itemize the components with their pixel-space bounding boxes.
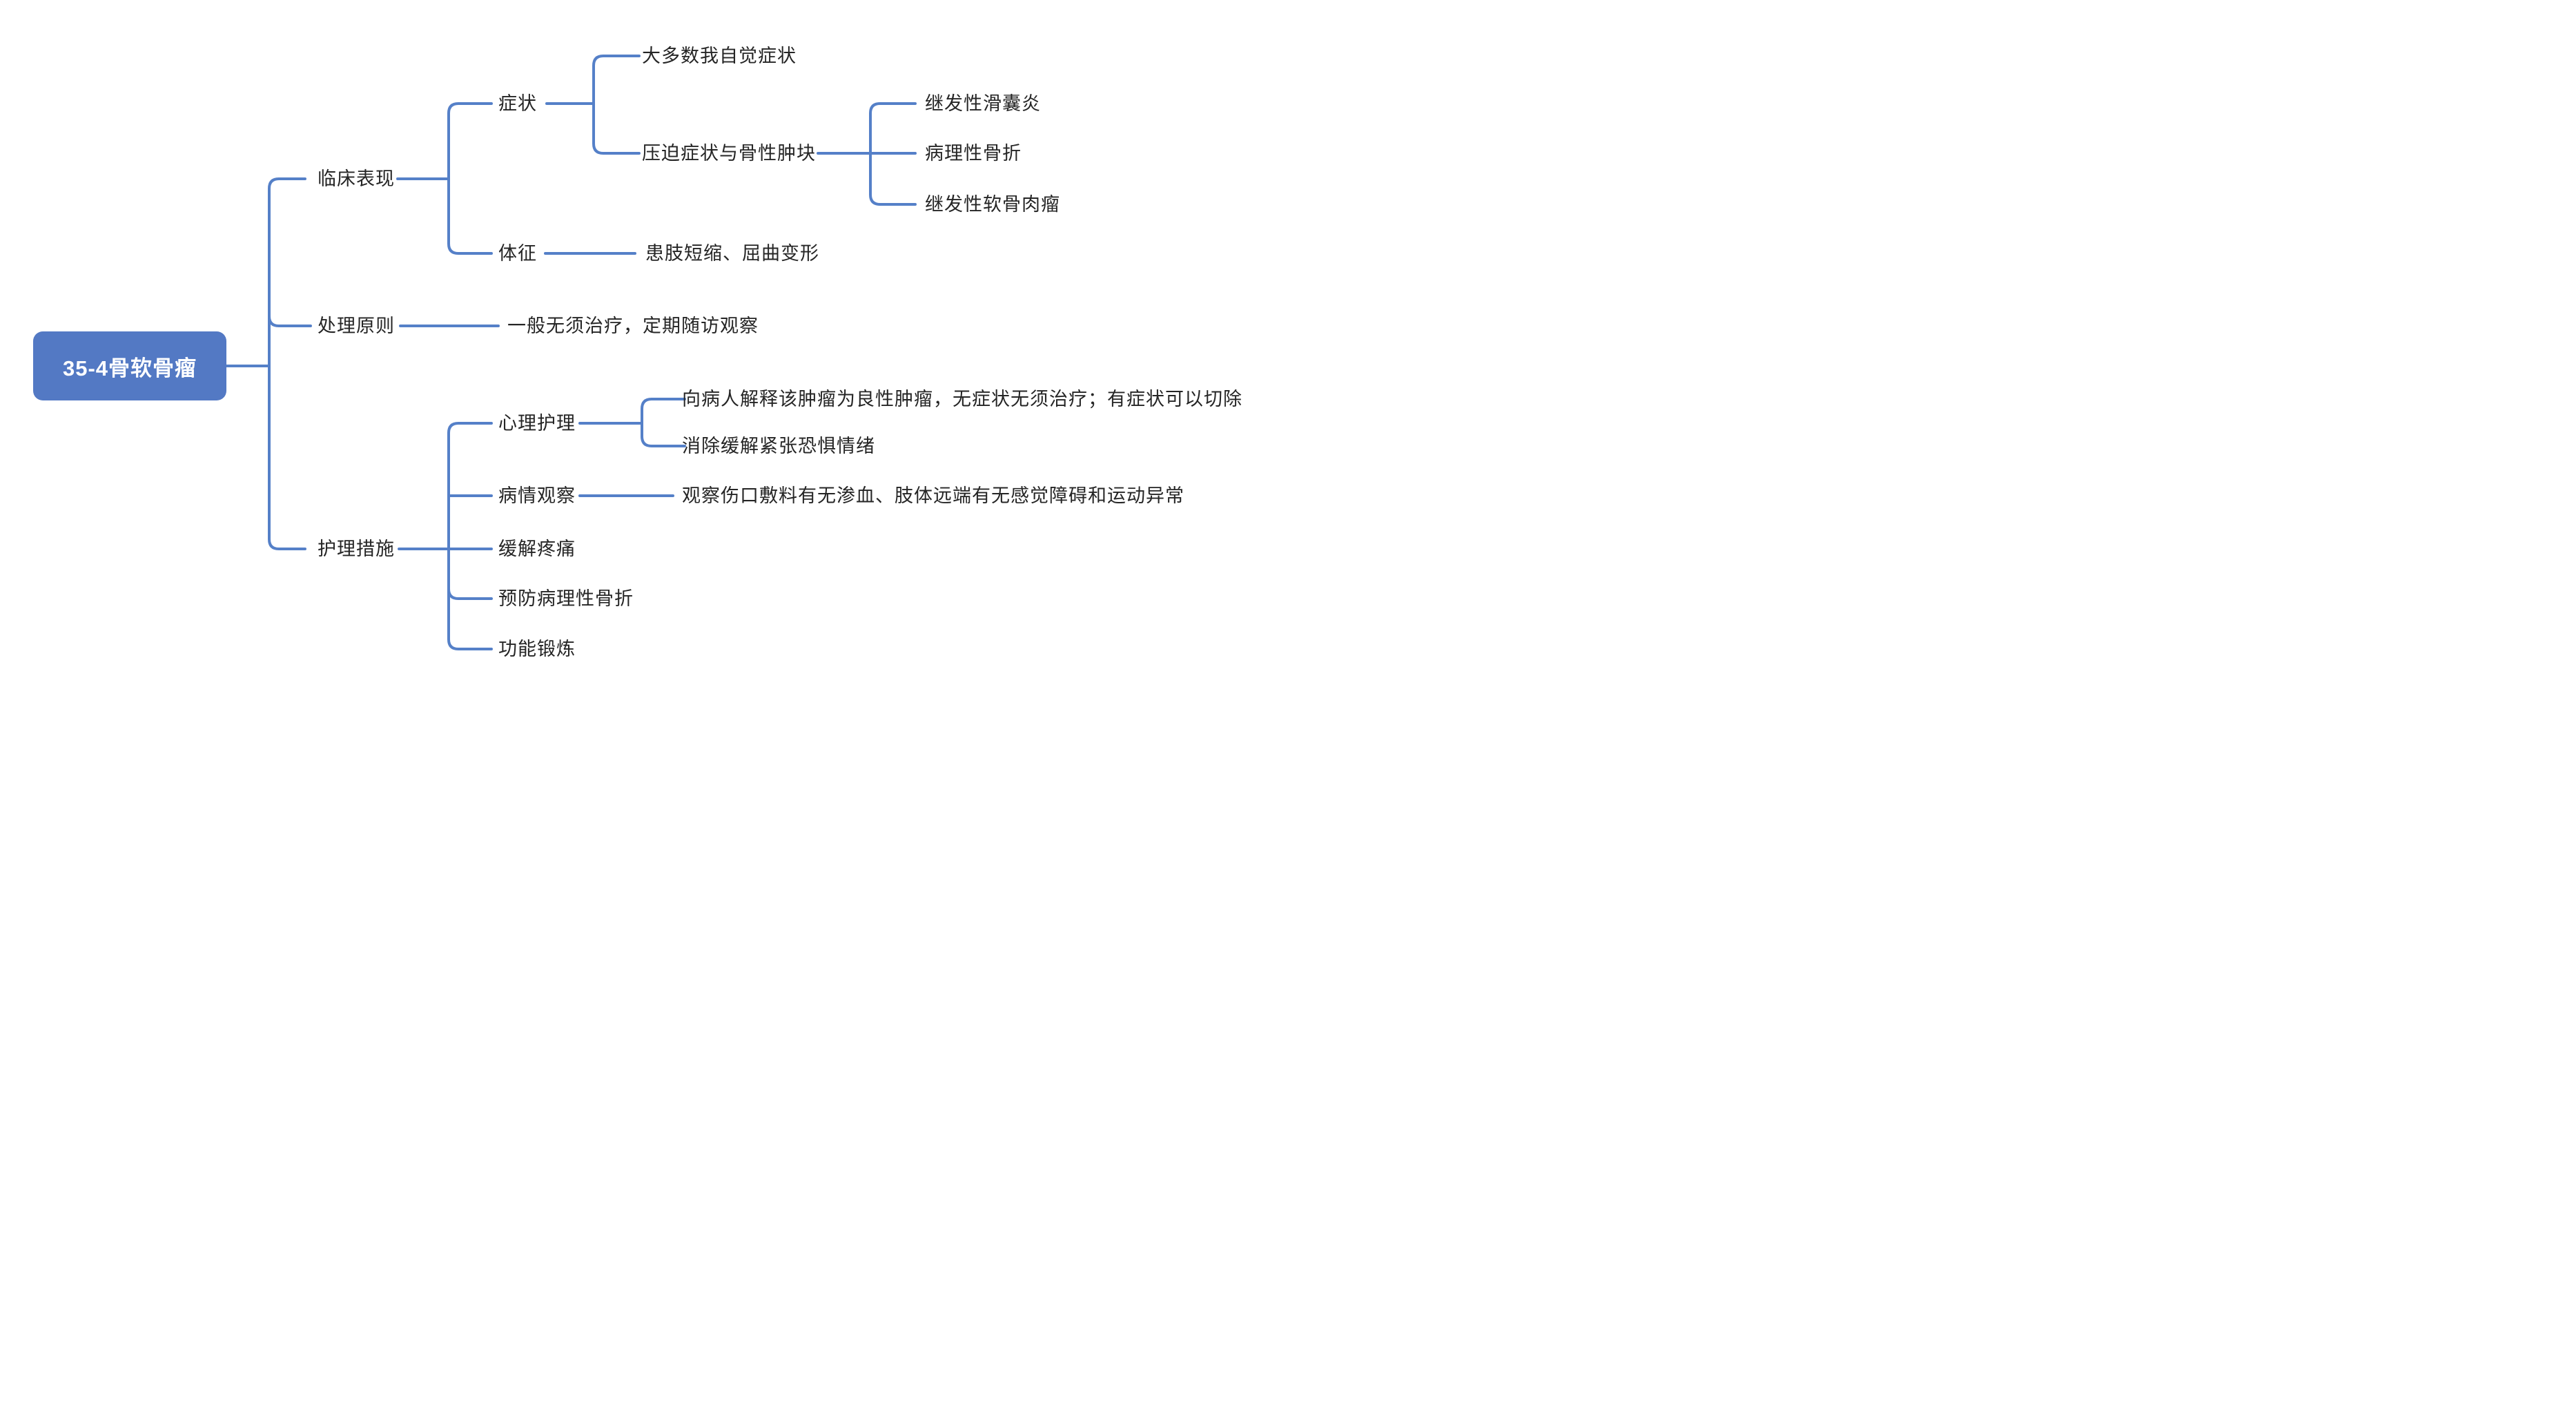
node-nursing-measures[interactable]: 护理措施 [318, 538, 395, 559]
node-condition-observation[interactable]: 病情观察 [498, 485, 576, 506]
node-clinical-manifestation[interactable]: 临床表现 [318, 168, 395, 189]
node-prevent-fracture[interactable]: 预防病理性骨折 [498, 588, 634, 609]
connector-main-trunk [268, 177, 306, 550]
node-secondary-bursitis[interactable]: 继发性滑囊炎 [925, 93, 1041, 114]
node-limb-deformity[interactable]: 患肢短缩、屈曲变形 [645, 242, 819, 264]
connector-clinical-trunk [447, 102, 493, 255]
node-relieve-fear[interactable]: 消除缓解紧张恐惧情绪 [682, 435, 875, 456]
connectors [225, 55, 917, 650]
connector-nursing-trunk [447, 422, 493, 650]
node-explain-benign[interactable]: 向病人解释该肿瘤为良性肿瘤，无症状无须治疗；有症状可以切除 [682, 388, 1242, 409]
node-pathological-fracture[interactable]: 病理性骨折 [925, 142, 1022, 164]
node-compression-mass[interactable]: 压迫症状与骨性肿块 [642, 142, 816, 164]
node-no-treatment-followup[interactable]: 一般无须治疗，定期随访观察 [507, 315, 759, 336]
mindmap-canvas: 35-4骨软骨瘤 临床表现 症状 大多数我自觉症状 压迫症状与骨性肿块 继发性滑… [0, 0, 1288, 702]
node-no-subjective-symptoms[interactable]: 大多数我自觉症状 [642, 45, 797, 66]
node-symptoms[interactable]: 症状 [498, 93, 537, 114]
node-wound-observation-detail[interactable]: 观察伤口敷料有无渗血、肢体远端有无感觉障碍和运动异常 [682, 485, 1184, 506]
node-functional-exercise[interactable]: 功能锻炼 [498, 638, 576, 659]
node-treatment-principle[interactable]: 处理原则 [318, 315, 395, 336]
node-psychological-nursing[interactable]: 心理护理 [498, 412, 576, 434]
root-node[interactable]: 35-4骨软骨瘤 [33, 331, 226, 400]
connector-psych-bracket [641, 398, 686, 447]
node-pain-relief[interactable]: 缓解疼痛 [498, 538, 576, 559]
connector-principle-elbow [268, 315, 312, 327]
connector-symptom-bracket [592, 55, 641, 155]
node-signs[interactable]: 体征 [498, 242, 537, 264]
node-secondary-chondrosarcoma[interactable]: 继发性软骨肉瘤 [925, 193, 1060, 215]
connector-prevent-elbow [447, 588, 493, 600]
